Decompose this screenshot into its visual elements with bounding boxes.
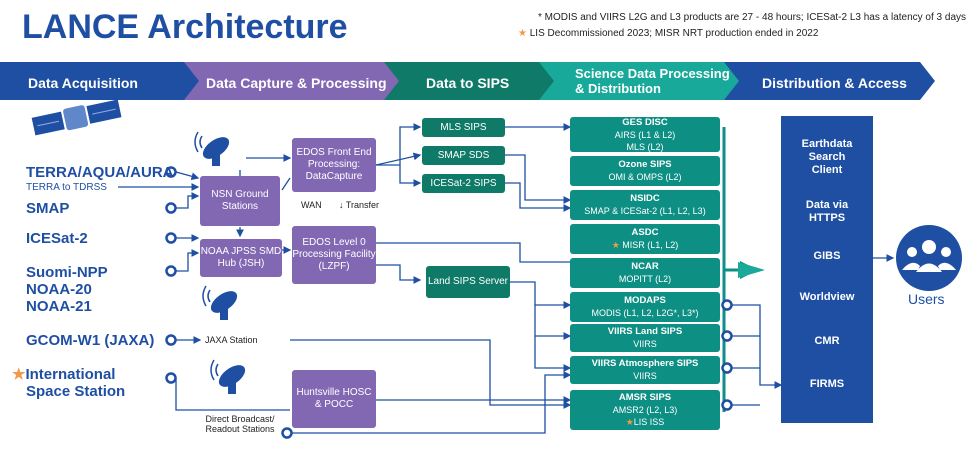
source-icesat2: ICESat-2 xyxy=(26,230,88,247)
source-smap: SMAP xyxy=(26,200,70,217)
connector-dot xyxy=(721,362,733,374)
source-terra-tdrss: TERRA to TDRSS xyxy=(26,182,107,193)
stage-capture-label: Data Capture & Processing xyxy=(206,75,387,91)
connector-dot xyxy=(721,299,733,311)
connector-dot xyxy=(165,334,177,346)
star-icon: ★ xyxy=(12,366,26,383)
users-label: Users xyxy=(908,291,945,307)
mls-sips: MLS SIPS xyxy=(422,118,505,137)
dish-icon-direct xyxy=(210,359,246,394)
distribution-panel xyxy=(781,116,873,423)
connector-dot xyxy=(165,265,177,277)
connector-dot xyxy=(721,399,733,411)
satellite-icon xyxy=(31,99,122,136)
edos-level0: EDOS Level 0 Processing Facility (LZPF) xyxy=(292,226,376,284)
source-iss-line2: Space Station xyxy=(26,383,126,400)
connector-dot xyxy=(165,232,177,244)
decommission-note: ★ LIS Decommissioned 2023; MISR NRT prod… xyxy=(518,28,819,39)
worldview[interactable]: Worldview xyxy=(799,291,855,303)
stage-distribution-label: Distribution & Access xyxy=(762,75,907,91)
star-icon: ★ xyxy=(518,28,527,39)
nsn-ground-stations: NSN Ground Stations xyxy=(200,176,280,226)
jaxa-station-label: JAXA Station xyxy=(205,335,258,345)
land-sips-server: Land SIPS Server xyxy=(426,266,510,298)
source-noaa21: NOAA-21 xyxy=(26,298,92,315)
source-iss-line1: ★International xyxy=(12,366,116,383)
transfer-label: ↓ Transfer xyxy=(339,200,380,210)
stage-sdp-label: Science Data Processing & Distribution xyxy=(575,66,730,96)
source-gcom-w1: GCOM-W1 (JAXA) xyxy=(26,332,155,349)
page-title: LANCE Architecture xyxy=(22,8,348,46)
banner-stage-acquisition xyxy=(0,62,205,100)
connector-dot xyxy=(165,166,177,178)
banner-stage-to-sips xyxy=(384,62,560,100)
huntsville-hosc-pocc: Huntsville HOSC & POCC xyxy=(292,370,376,428)
dish-icon-jaxa xyxy=(202,285,238,320)
smap-sds: SMAP SDS xyxy=(422,146,505,165)
icesat2-sips: ICESat-2 SIPS xyxy=(422,174,505,193)
cmr[interactable]: CMR xyxy=(814,335,840,347)
connector-dot xyxy=(721,330,733,342)
connector-dot xyxy=(165,202,177,214)
banner-stage-sdp xyxy=(539,62,745,100)
firms[interactable]: FIRMS xyxy=(809,378,845,390)
stage-banner xyxy=(0,62,935,100)
sdp-asdc: ASDC★ MISR (L1, L2) xyxy=(570,224,720,254)
stage-to-sips-label: Data to SIPS xyxy=(426,75,510,91)
users-icon xyxy=(896,225,962,291)
star-icon: ★ xyxy=(625,417,634,427)
connector-dot xyxy=(165,372,177,384)
banner-stage-capture xyxy=(184,62,405,100)
source-suomi-npp: Suomi-NPP xyxy=(26,264,108,281)
banner-stage-distribution xyxy=(724,62,935,100)
star-icon: ★ xyxy=(611,240,620,250)
wan-label: WAN xyxy=(301,200,322,210)
source-noaa20: NOAA-20 xyxy=(26,281,92,298)
connector-dot xyxy=(281,427,293,439)
teal-bus-arrow xyxy=(738,262,765,278)
stage-acquisition-label: Data Acquisition xyxy=(28,75,138,91)
gibs[interactable]: GIBS xyxy=(813,250,841,262)
direct-broadcast-label: Direct Broadcast/ Readout Stations xyxy=(205,414,275,434)
dish-icon-nsn xyxy=(194,131,230,166)
source-terra-aqua-aura: TERRA/AQUA/AURA xyxy=(26,164,174,181)
edos-front-end: EDOS Front End Processing: DataCapture xyxy=(292,138,376,192)
latency-note: * MODIS and VIIRS L2G and L3 products ar… xyxy=(538,12,967,23)
noaa-jpss-hub: NOAA JPSS SMD Hub (JSH) xyxy=(200,239,282,277)
